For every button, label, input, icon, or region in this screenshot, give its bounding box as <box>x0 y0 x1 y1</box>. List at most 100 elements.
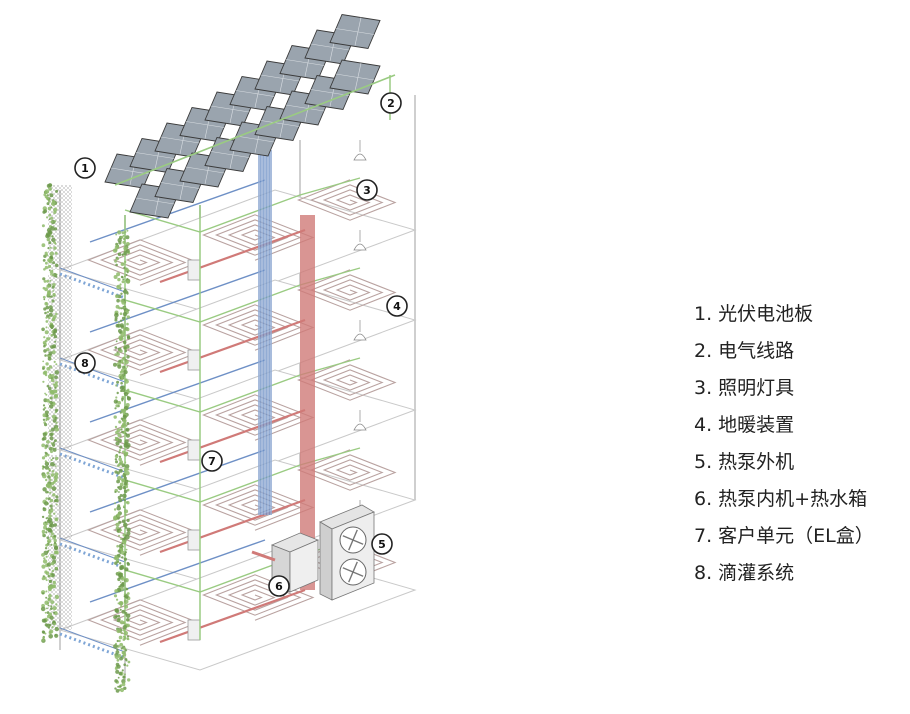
plant-icon <box>48 312 53 317</box>
plant-icon <box>46 216 49 219</box>
plant-icon <box>123 630 128 636</box>
plant-icon <box>44 392 46 395</box>
plant-icon <box>49 504 53 508</box>
plant-icon <box>122 340 127 345</box>
plant-icon <box>42 532 45 536</box>
floor-heating-coil-icon <box>296 449 397 491</box>
fan-blade <box>352 561 358 573</box>
plant-icon <box>123 369 128 375</box>
plant-icon <box>52 290 54 292</box>
callout-7: 7 <box>201 450 223 472</box>
plant-icon <box>119 565 124 570</box>
plant-icon <box>42 404 46 407</box>
plant-icon <box>45 326 48 329</box>
plant-icon <box>126 422 130 425</box>
plant-icon <box>123 237 126 241</box>
plant-icon <box>126 637 129 640</box>
pv-rail <box>114 74 396 186</box>
plant-icon <box>51 235 54 238</box>
plant-icon <box>122 656 125 659</box>
plant-icon <box>117 577 121 582</box>
plant-icon <box>44 446 47 450</box>
plant-icon <box>50 390 55 395</box>
callout-label: 2 <box>387 97 395 110</box>
plant-icon <box>45 305 50 310</box>
plant-icon <box>42 367 45 370</box>
plant-icon <box>50 295 53 298</box>
plant-icon <box>41 603 45 608</box>
plant-icon <box>48 478 52 482</box>
plant-icon <box>42 295 46 299</box>
plant-icon <box>49 246 52 249</box>
plant-icon <box>54 626 59 632</box>
customer-unit-box <box>187 349 201 371</box>
pv-panel-grid <box>160 182 200 189</box>
plant-icon <box>116 352 120 356</box>
plant-icon <box>121 361 124 364</box>
plant-icon <box>113 275 118 279</box>
plant-icon <box>51 470 55 473</box>
plant-icon <box>41 529 46 534</box>
plant-icon <box>125 464 130 469</box>
callout-circle <box>74 157 96 179</box>
plant-facade <box>40 183 132 693</box>
plant-icon <box>126 271 129 274</box>
plant-icon <box>47 538 52 544</box>
plant-icon <box>52 447 57 452</box>
fan-blade <box>348 571 354 583</box>
plant-icon <box>54 393 59 398</box>
plant-icon <box>54 594 60 600</box>
plant-icon <box>48 626 51 629</box>
plant-icon <box>47 453 50 457</box>
plant-icon <box>49 256 53 259</box>
plant-icon <box>46 183 51 188</box>
plant-icon <box>126 569 129 571</box>
plant-icon <box>44 461 50 466</box>
plant-icon <box>119 494 123 497</box>
plant-icon <box>54 263 59 268</box>
plant-icon <box>119 349 123 353</box>
plant-icon <box>116 658 120 662</box>
plant-icon <box>48 200 51 203</box>
plant-icon <box>126 518 130 523</box>
plant-icon <box>53 360 56 363</box>
plant-icon <box>41 243 46 248</box>
plant-icon <box>50 462 55 467</box>
plant-icon <box>118 306 121 310</box>
plant-icon <box>117 277 121 282</box>
plant-icon <box>47 604 50 607</box>
legend-item-customer-unit: 7. 客户单元（EL盒） <box>694 525 874 547</box>
plant-icon <box>115 384 118 387</box>
plant-icon <box>53 534 57 538</box>
plant-icon <box>123 346 127 350</box>
plant-icon <box>123 266 126 269</box>
plant-icon <box>118 455 122 458</box>
plant-icon <box>45 478 48 482</box>
plant-icon <box>113 362 117 367</box>
plant-icon <box>114 561 118 565</box>
plant-icon <box>118 498 123 503</box>
fan-blade <box>348 539 354 551</box>
plant-icon <box>126 292 129 295</box>
plant-icon <box>115 404 119 408</box>
plant-icon <box>116 648 119 651</box>
plant-icon <box>43 406 47 410</box>
plant-icon <box>54 370 60 375</box>
plant-icon <box>42 418 46 421</box>
plant-icon <box>53 545 59 551</box>
plant-icon <box>53 499 57 503</box>
plant-icon <box>122 675 126 679</box>
plant-icon <box>54 220 57 223</box>
plant-icon <box>45 261 48 265</box>
plant-icon <box>120 577 125 581</box>
plant-icon <box>52 620 56 623</box>
plant-icon <box>119 656 124 661</box>
plant-icon <box>54 251 58 255</box>
plant-icon <box>41 327 45 332</box>
fan-blade <box>352 571 364 577</box>
plant-icon <box>116 380 120 384</box>
plant-icon <box>48 401 51 404</box>
plant-icon <box>46 562 52 567</box>
plant-icon <box>119 601 124 605</box>
plant-icon <box>42 636 45 640</box>
